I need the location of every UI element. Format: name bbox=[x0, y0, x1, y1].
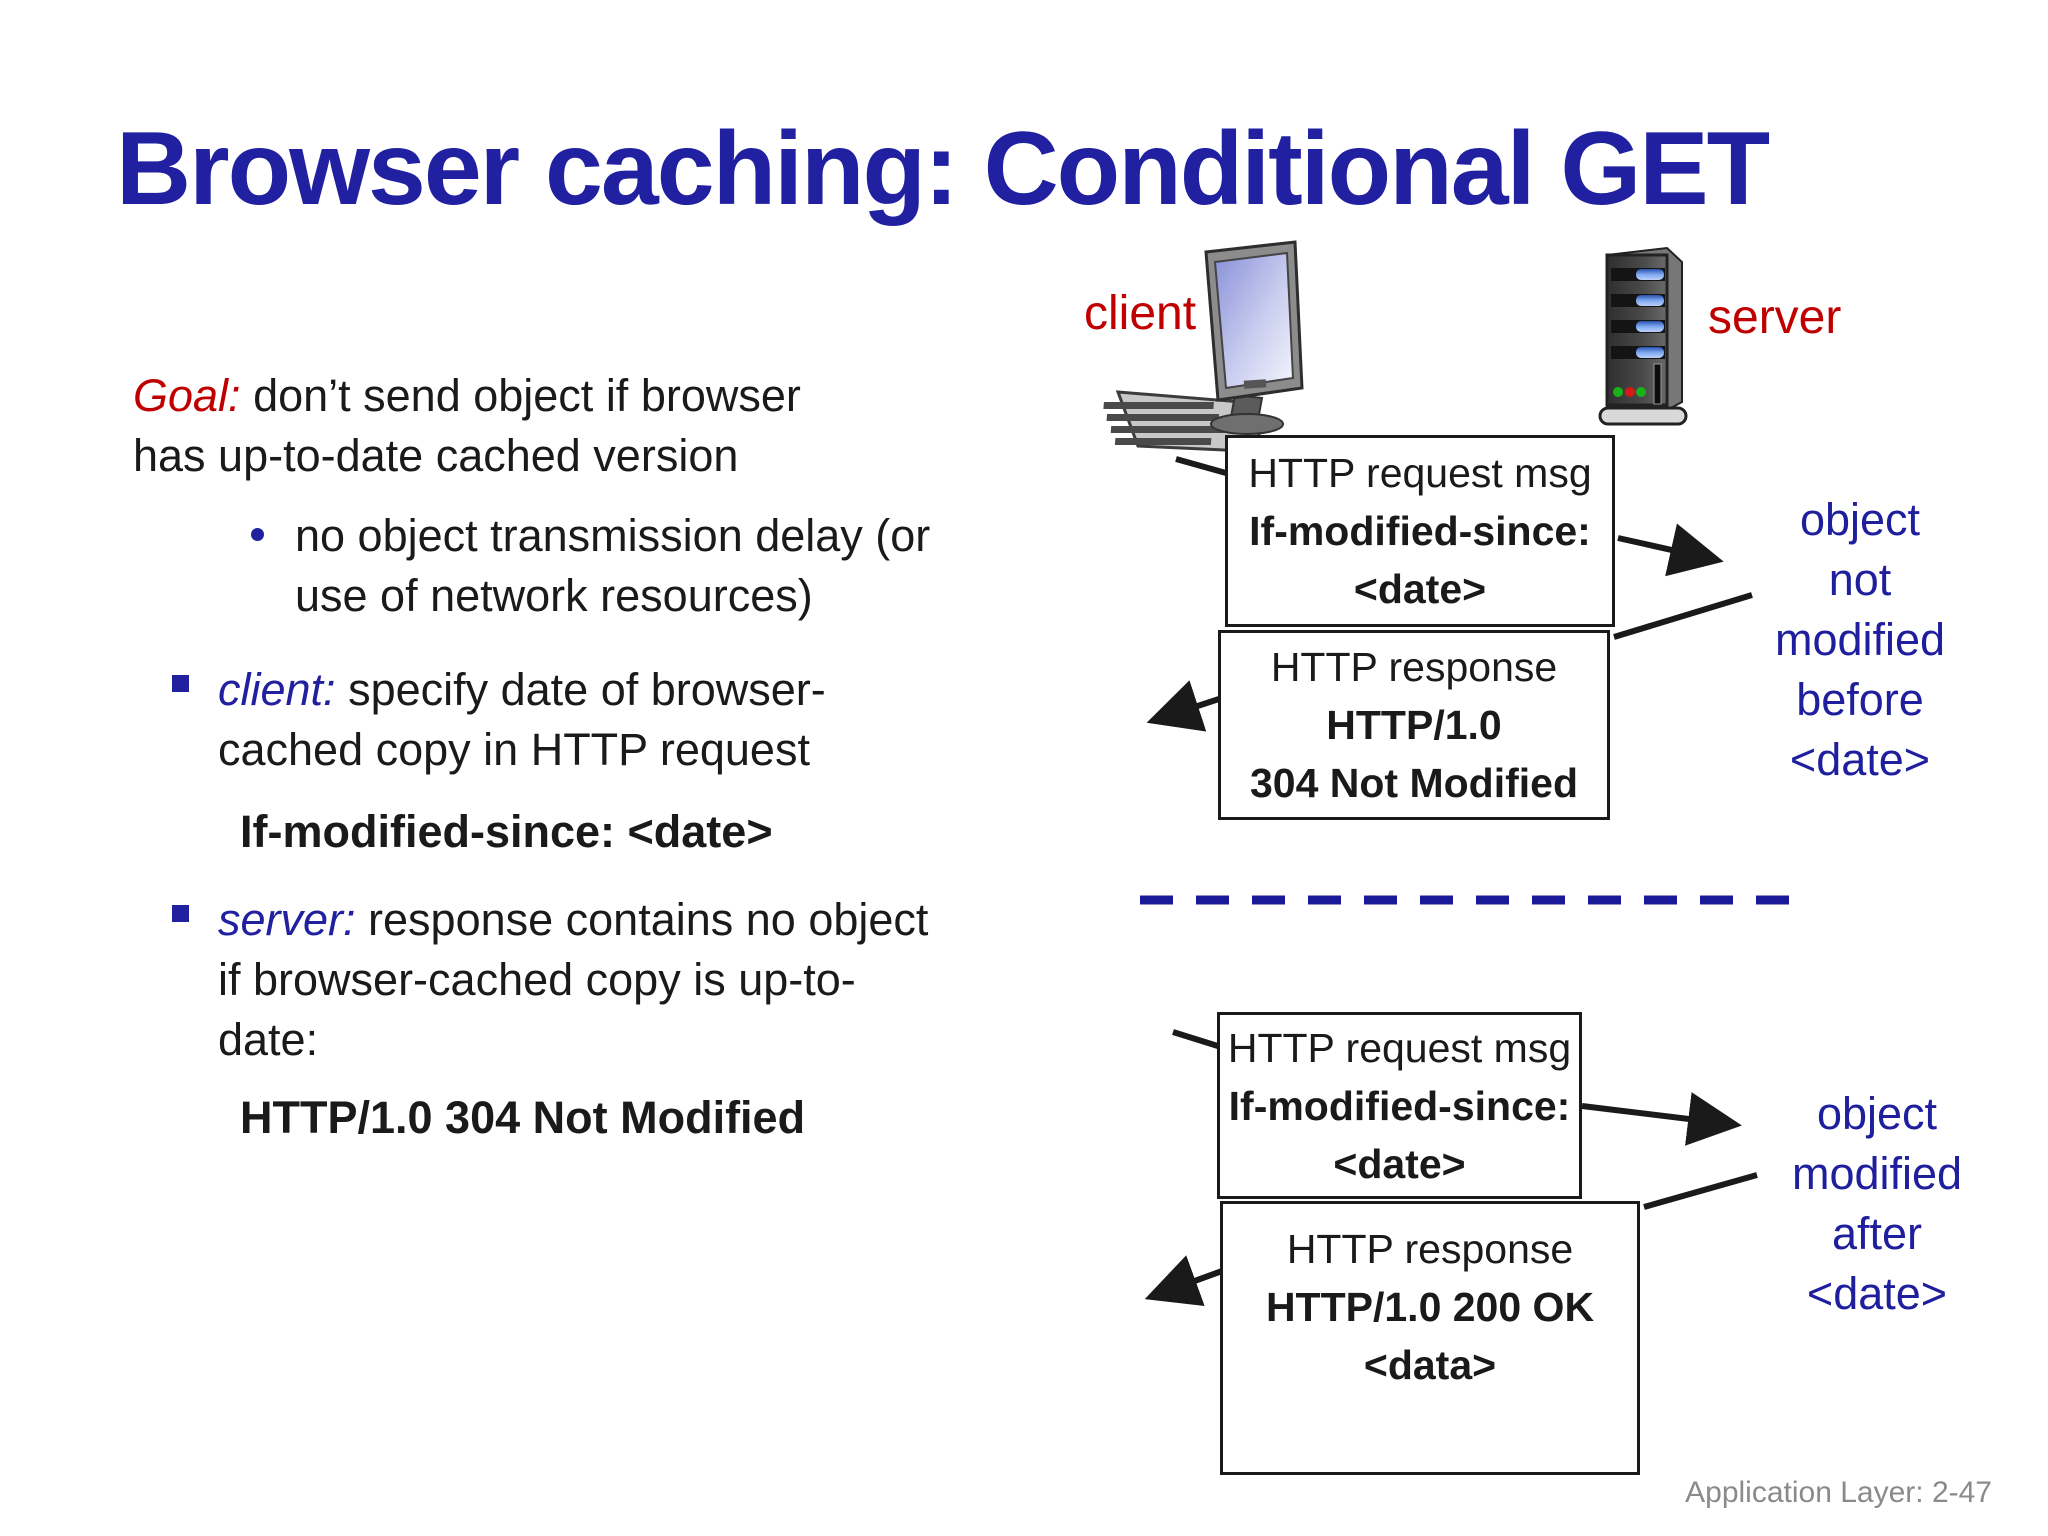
goal-bullet-item: no object transmission delay (or use of … bbox=[233, 506, 1155, 626]
response2-line3: <data> bbox=[1363, 1342, 1497, 1388]
http-response-box-1: HTTP response HTTP/1.0 304 Not Modified bbox=[1218, 630, 1610, 820]
slide-page-number: Application Layer: 2-47 bbox=[1685, 1476, 1992, 1509]
server-led-green-2 bbox=[1636, 387, 1646, 397]
scenario1-arrows bbox=[1146, 456, 1753, 732]
response2-line2: HTTP/1.0 200 OK bbox=[1265, 1284, 1595, 1330]
response-to-client-arrow-1 bbox=[1146, 680, 1223, 732]
response1-line1: HTTP response bbox=[1270, 644, 1558, 690]
request-to-server-arrow-1 bbox=[1617, 523, 1724, 577]
server-bullet-item: server: response contains no object if b… bbox=[172, 890, 1198, 1070]
server-timeline-stub-1 bbox=[1613, 592, 1753, 640]
http-request-box-1: HTTP request msg If-modified-since: <dat… bbox=[1225, 435, 1615, 627]
request1-line1: HTTP request msg bbox=[1248, 450, 1592, 496]
http-response-box-2: HTTP response HTTP/1.0 200 OK <data> bbox=[1220, 1201, 1640, 1475]
annotation-not-modified: object not modified before <date> bbox=[1774, 494, 1946, 785]
bullet-dot-icon bbox=[251, 528, 264, 541]
goal-paragraph: Goal: don’t send object if browser has u… bbox=[133, 366, 1113, 486]
request2-line1: HTTP request msg bbox=[1227, 1024, 1572, 1071]
client-timeline-stub-2 bbox=[1172, 1029, 1222, 1050]
http-request-box-2: HTTP request msg If-modified-since: <dat… bbox=[1217, 1012, 1582, 1199]
response2-line1: HTTP response bbox=[1286, 1226, 1574, 1272]
client-timeline-stub-1 bbox=[1175, 456, 1227, 476]
client-bullet-item: client: specify date of browser- cached … bbox=[172, 660, 1198, 780]
goal-text: don’t send object if browser has up-to-d… bbox=[133, 370, 801, 481]
server-timeline-stub-2 bbox=[1643, 1172, 1758, 1210]
server-host-label: server bbox=[1708, 291, 1842, 344]
page-title: Browser caching: Conditional GET bbox=[116, 111, 1770, 227]
response1-line2: HTTP/1.0 bbox=[1326, 702, 1502, 748]
server-bullet-text: response contains no object if browser-c… bbox=[218, 894, 929, 1065]
response1-line3: 304 Not Modified bbox=[1249, 760, 1579, 806]
request1-line2: If-modified-since: bbox=[1249, 508, 1591, 554]
client-bullet-text: specify date of browser- cached copy in … bbox=[218, 664, 826, 775]
request1-line3: <date> bbox=[1353, 566, 1487, 612]
server-led-red bbox=[1625, 387, 1635, 397]
http-304-code: HTTP/1.0 304 Not Modified bbox=[240, 1092, 806, 1143]
server-led-green-1 bbox=[1613, 387, 1623, 397]
client-host-label: client bbox=[1084, 287, 1197, 340]
client-computer-icon bbox=[1103, 240, 1304, 454]
goal-bullet-text: no object transmission delay (or use of … bbox=[295, 510, 931, 621]
response-to-client-arrow-2 bbox=[1144, 1255, 1224, 1307]
client-keyword: client: bbox=[218, 664, 336, 715]
server-tower-icon bbox=[1598, 246, 1688, 426]
request2-line2: If-modified-since: bbox=[1228, 1082, 1571, 1129]
square-bullet-icon bbox=[172, 905, 189, 922]
request-to-server-arrow-2 bbox=[1581, 1092, 1742, 1146]
server-drive-slots bbox=[1611, 268, 1665, 359]
goal-label: Goal: bbox=[133, 370, 241, 421]
if-modified-since-code: If-modified-since: <date> bbox=[240, 806, 773, 857]
scenario2-arrows bbox=[1144, 1029, 1758, 1307]
request2-line3: <date> bbox=[1333, 1140, 1466, 1187]
square-bullet-icon bbox=[172, 675, 189, 692]
annotation-modified: object modified after <date> bbox=[1791, 1088, 1963, 1319]
server-keyword: server: bbox=[218, 894, 356, 945]
